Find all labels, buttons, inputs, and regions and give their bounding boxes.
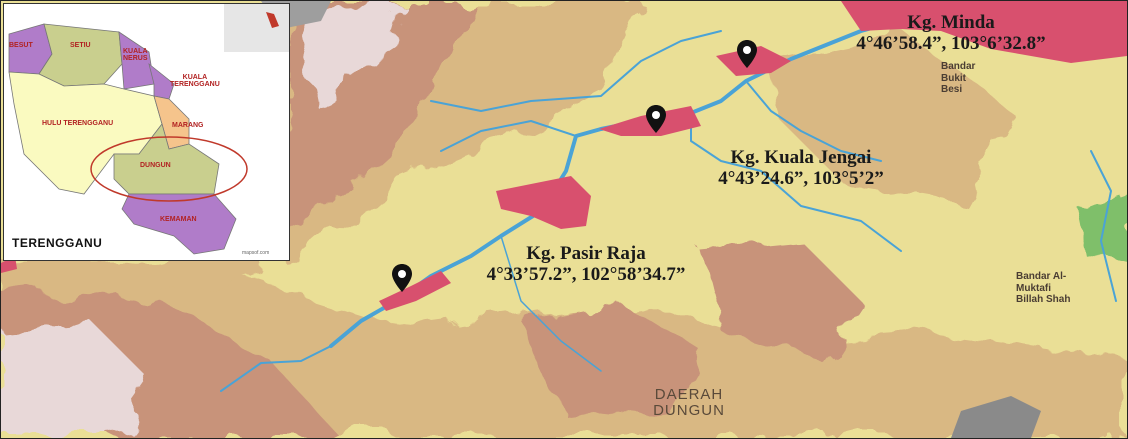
- map-credit: mapsof.com: [242, 250, 270, 256]
- site-name: Kg. Kuala Jengai: [730, 147, 872, 168]
- inset-title: TERENGGANU: [12, 236, 103, 250]
- settlement-central: [496, 176, 591, 229]
- site-name: Kg. Pasir Raja: [526, 243, 646, 264]
- mountain-peaks: [301, 1, 401, 111]
- region-label-kuala-nerus: KUALA NERUS: [123, 48, 148, 63]
- site-coordinates: 4°33’57.2”, 102°58’34.7”: [486, 263, 686, 285]
- forest-area: [1071, 181, 1127, 261]
- mountain-peaks: [1, 321, 151, 438]
- tributary: [220, 345, 332, 392]
- inset-map[interactable]: BESUT SETIU KUALA NERUS KUALA TERENGGANU…: [3, 3, 290, 261]
- site-label-pasir-raja: Kg. Pasir Raja 4°33’57.2”, 102°58’34.7”: [421, 243, 751, 286]
- region-label-kemaman: KEMAMAN: [160, 216, 197, 223]
- highland-area: [521, 301, 701, 421]
- town-label-al-muktafi: Bandar Al- Muktafi Billah Shah: [1016, 271, 1071, 305]
- site-label-kuala-jengai: Kg. Kuala Jengai 4°43’24.6”, 103°5’2”: [656, 147, 946, 190]
- site-label-minda: Kg. Minda 4°46’58.4”, 103°6’32.8”: [801, 12, 1101, 55]
- settlement-pasir-raja: [379, 271, 451, 311]
- location-pin-icon[interactable]: [645, 104, 667, 134]
- tributary: [1090, 150, 1117, 302]
- region-label-hulu-terengganu: HULU TERENGGANU: [42, 120, 114, 127]
- tributary: [690, 112, 902, 252]
- site-coordinates: 4°43’24.6”, 103°5’2”: [718, 167, 884, 189]
- region-label-kuala-terengganu: KUALA TERENGGANU: [170, 74, 220, 89]
- region-label-setiu: SETIU: [70, 42, 91, 49]
- site-coordinates: 4°46’58.4”, 103°6’32.8”: [856, 32, 1046, 54]
- district-label-line1: DAERAH: [654, 386, 724, 403]
- location-pin-icon[interactable]: [391, 263, 413, 293]
- region-label-besut: BESUT: [9, 42, 33, 49]
- tributary: [745, 80, 882, 162]
- tributary: [500, 235, 602, 372]
- region-label-marang: MARANG: [172, 122, 204, 129]
- site-name: Kg. Minda: [907, 12, 995, 33]
- region-label-dungun: DUNGUN: [140, 162, 171, 169]
- town-label-bukit-besi: Bandar Bukit Besi: [941, 61, 976, 95]
- settlement-minda: [716, 46, 791, 76]
- inset-map-drawing: [8, 4, 289, 255]
- midland-area: [761, 31, 1011, 201]
- settlement-minda-north: [841, 1, 1127, 63]
- highland-area: [701, 241, 861, 361]
- district-label-line2: DUNGUN: [653, 401, 725, 419]
- settlement-areas: [1, 1, 1127, 311]
- location-pin-icon[interactable]: [736, 39, 758, 69]
- district-label: DAERAH DUNGUN: [639, 387, 739, 419]
- tributary: [440, 120, 577, 152]
- tributary: [430, 30, 722, 112]
